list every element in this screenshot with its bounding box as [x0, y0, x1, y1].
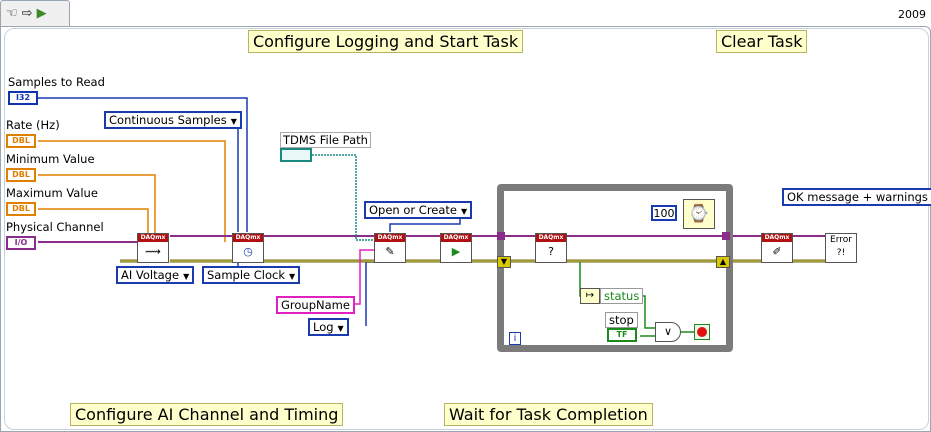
rate-label: Rate (Hz)	[6, 118, 60, 132]
stop-terminal[interactable]: TF	[607, 328, 637, 342]
daqmx-timing-vi[interactable]: DAQmx ◷	[232, 233, 264, 263]
error-handler-label: Error ?!	[830, 235, 852, 258]
open-or-create-enum[interactable]: Open or Create▼	[364, 201, 473, 219]
vi-header: DAQmx	[375, 234, 405, 242]
group-name-constant[interactable]: GroupName	[276, 296, 355, 314]
or-gate-icon: ∨	[655, 322, 681, 342]
channel-icon: ⟿	[145, 245, 161, 258]
max-value-label: Maximum Value	[6, 186, 98, 200]
question-icon: ?	[548, 245, 554, 258]
unbundle-icon[interactable]: ↦	[580, 288, 600, 304]
daqmx-clear-task-vi[interactable]: DAQmx ✐	[761, 233, 793, 263]
samples-to-read-terminal[interactable]: I32	[8, 91, 38, 105]
tdms-path-terminal[interactable]	[280, 148, 312, 162]
ai-voltage-enum[interactable]: AI Voltage▼	[116, 266, 195, 284]
wait-timer-icon[interactable]: ⌚	[683, 199, 715, 229]
vi-header: DAQmx	[233, 234, 263, 242]
log-icon: ✎	[385, 245, 395, 258]
vi-header: DAQmx	[762, 234, 792, 242]
tdms-label: TDMS File Path	[280, 132, 371, 148]
vi-header: DAQmx	[138, 234, 168, 242]
log-enum[interactable]: Log▼	[308, 318, 349, 336]
stop-label: stop	[605, 312, 638, 328]
version-label: 2009	[895, 8, 929, 21]
vi-header: DAQmx	[536, 234, 566, 242]
clock-icon: ◷	[243, 245, 253, 258]
wait-completion-label: Wait for Task Completion	[444, 403, 653, 426]
loop-tunnel-in: ▼	[497, 256, 511, 268]
arrow-icon[interactable]: ⇨	[21, 6, 33, 21]
samples-to-read-label: Samples to Read	[8, 75, 105, 89]
min-value-label: Minimum Value	[6, 152, 95, 166]
daqmx-start-task-vi[interactable]: DAQmx ▶	[440, 233, 472, 263]
run-icon[interactable]: ▶	[36, 6, 47, 21]
physical-channel-terminal[interactable]: I/O	[6, 236, 36, 250]
error-handler-vi[interactable]: Error ?!	[825, 233, 857, 263]
diagram-inner-border	[4, 28, 929, 430]
eraser-icon: ✐	[772, 245, 782, 258]
task-tunnel-out	[722, 232, 730, 240]
while-loop[interactable]	[497, 184, 733, 352]
ok-message-enum[interactable]: OK message + warnings▼	[782, 188, 931, 206]
wait-ms-constant[interactable]: 100	[651, 205, 677, 221]
task-tunnel-in	[497, 232, 505, 240]
physical-channel-label: Physical Channel	[6, 220, 104, 234]
sample-clock-enum[interactable]: Sample Clock▼	[202, 266, 301, 284]
stop-condition[interactable]	[694, 324, 710, 340]
continuous-samples-enum[interactable]: Continuous Samples▼	[104, 111, 242, 129]
min-value-terminal[interactable]: DBL	[6, 168, 36, 182]
daqmx-logging-vi[interactable]: DAQmx ✎	[374, 233, 406, 263]
toolbar: ☜ ⇨ ▶	[0, 0, 70, 26]
daqmx-is-task-done-vi[interactable]: DAQmx?	[535, 233, 567, 263]
status-indicator: status	[600, 288, 644, 304]
daqmx-create-channel-vi[interactable]: DAQmx ⟿	[137, 233, 169, 263]
hand-icon[interactable]: ☜	[6, 6, 18, 21]
start-icon: ▶	[451, 245, 461, 258]
rate-terminal[interactable]: DBL	[6, 134, 36, 148]
loop-tunnel-out: ▲	[716, 256, 730, 268]
iteration-terminal: i	[509, 332, 521, 345]
vi-header: DAQmx	[441, 234, 471, 242]
clear-task-label: Clear Task	[716, 30, 808, 53]
configure-logging-label: Configure Logging and Start Task	[248, 30, 524, 53]
stop-condition-icon	[697, 327, 707, 337]
configure-ai-label: Configure AI Channel and Timing	[70, 403, 344, 426]
max-value-terminal[interactable]: DBL	[6, 202, 36, 216]
